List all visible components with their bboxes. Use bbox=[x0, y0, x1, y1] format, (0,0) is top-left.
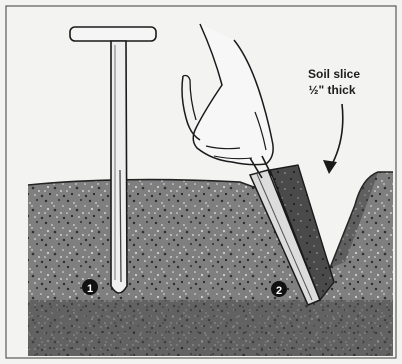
soil-slice-callout: Soil slice ½" thick bbox=[308, 67, 360, 97]
probe-handle bbox=[70, 27, 156, 41]
callout-line-2: ½" thick bbox=[308, 83, 355, 97]
callout-arrow bbox=[323, 104, 343, 174]
hand-illustration bbox=[182, 24, 273, 178]
marker-1: 1 bbox=[82, 279, 98, 295]
marker-2: 2 bbox=[271, 281, 287, 297]
arrow-head-icon bbox=[323, 160, 337, 174]
marker-1-label: 1 bbox=[87, 283, 93, 295]
probe-shaft bbox=[111, 41, 127, 293]
callout-line-1: Soil slice bbox=[308, 67, 360, 81]
marker-2-label: 2 bbox=[276, 285, 282, 297]
